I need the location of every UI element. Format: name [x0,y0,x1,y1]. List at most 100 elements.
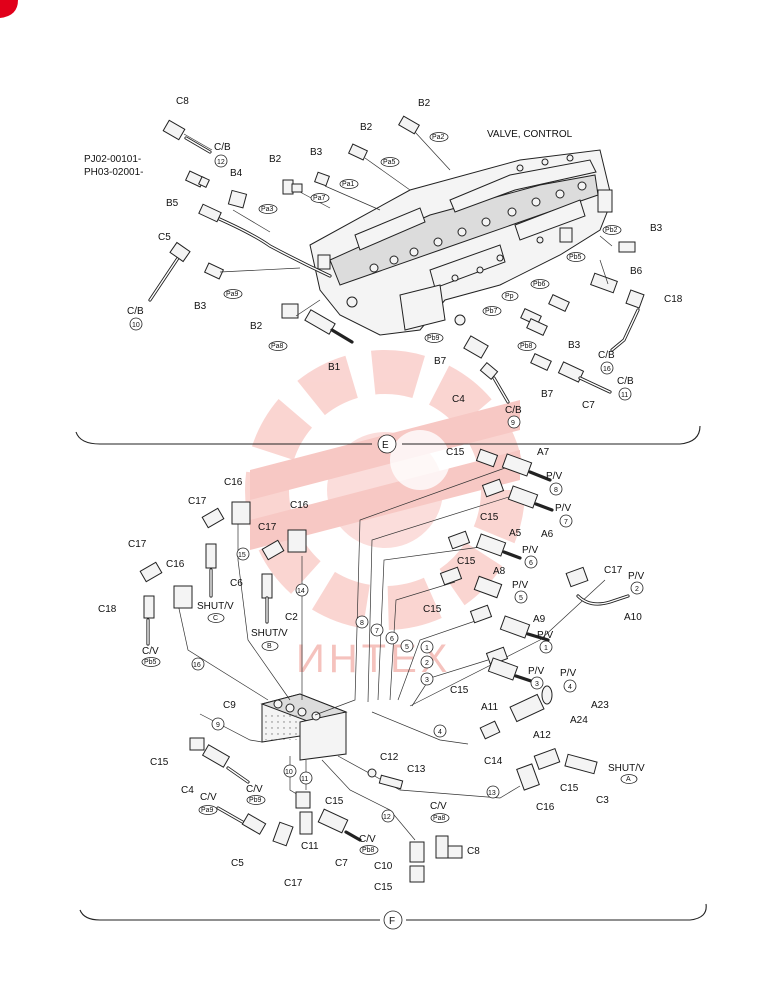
label-b3-2: B3 [194,301,207,312]
section-e-marker [377,434,397,454]
label-c4-upper: C4 [452,394,465,405]
label-c18-lower: C18 [98,604,117,615]
label-shutv-c: SHUT/V [197,601,234,612]
svg-text:3: 3 [425,677,429,684]
label-cv-pa8: C/V [430,801,447,812]
svg-text:12: 12 [383,814,391,821]
label-a24: A24 [570,715,588,726]
label-c7-upper: C7 [582,400,595,411]
label-c16-d: C16 [536,802,555,813]
label-pv-7: P/V [555,503,571,514]
label-b3-3: B3 [650,223,663,234]
svg-text:Pa3: Pa3 [261,206,274,213]
label-c16-b: C16 [290,500,309,511]
svg-text:Pa7: Pa7 [313,195,326,202]
section-f-marker [383,910,403,930]
svg-text:8: 8 [360,620,364,627]
label-c6: C6 [230,578,243,589]
upper-fittings [148,115,645,404]
label-c15-b: C15 [480,512,499,523]
manifold-block-c9 [260,693,348,761]
label-c14: C14 [484,756,503,767]
svg-text:5: 5 [519,595,523,602]
svg-text:Pa2: Pa2 [432,134,445,141]
svg-text:Pb7: Pb7 [485,308,498,315]
label-cb-11: C/B [617,376,634,387]
svg-text:Pb9: Pb9 [249,797,262,804]
label-b2-top: B2 [418,98,431,109]
svg-text:Pa8: Pa8 [433,815,446,822]
svg-text:Pa1: Pa1 [342,181,355,188]
label-cv-pb5: C/V [142,646,159,657]
svg-text:7: 7 [564,519,568,526]
label-c11-lower: C11 [301,841,319,852]
label-a7: A7 [537,447,550,458]
watermark-logo [245,350,525,630]
label-b2-2: B2 [360,122,373,133]
section-f-frame [79,903,707,921]
svg-text:14: 14 [297,588,305,595]
svg-text:4: 4 [568,684,572,691]
svg-text:Pp: Pp [505,293,514,300]
label-shutv-b: SHUT/V [251,628,288,639]
lower-hose-lines [177,467,606,841]
label-cv-pb9: C/V [246,784,263,795]
svg-text:Pb2: Pb2 [605,227,618,234]
label-c9: C9 [223,700,236,711]
num-11: 11 [621,392,628,399]
svg-text:3: 3 [535,681,539,688]
label-c15-c: C15 [457,556,476,567]
hose-number-circles: 16 15 14 8 7 6 5 1 2 3 4 9 10 11 12 13 [191,547,500,823]
label-c15-i: C15 [374,882,393,893]
label-c17-b: C17 [258,522,277,533]
label-c15-f: C15 [150,757,169,768]
svg-text:4: 4 [438,729,442,736]
svg-text:Pb5: Pb5 [569,254,582,261]
svg-text:2: 2 [635,586,639,593]
assembly-title: VALVE, CONTROL [487,129,573,140]
label-c4-lower: C4 [181,785,194,796]
label-c8-upper: C8 [176,96,189,107]
label-c17-c: C17 [128,539,147,550]
svg-text:Pb9: Pb9 [427,335,440,342]
svg-text:6: 6 [529,560,533,567]
port-tags-upper: Pa2 Pa5 Pa1 Pa7 Pa3 Pa9 Pa8 Pb2 Pb5 Pb6 … [223,132,622,351]
label-c15-h: C15 [560,783,579,794]
svg-text:2: 2 [425,660,429,667]
svg-text:Pa9: Pa9 [201,807,214,814]
serial-range-1: PJ02-00101- [84,154,141,165]
label-cb-9: C/B [505,405,522,416]
label-c16-c: C16 [166,559,185,570]
svg-text:Pa8: Pa8 [271,343,284,350]
label-a5: A5 [509,528,522,539]
label-pv-3: P/V [528,666,544,677]
label-c10-lower: C10 [374,861,393,872]
label-b4: B4 [230,168,243,179]
label-b5: B5 [166,198,179,209]
svg-text:Pa5: Pa5 [383,159,396,166]
label-c12: C12 [380,752,399,763]
label-cb-16: C/B [598,350,615,361]
label-b2-4: B2 [250,321,263,332]
svg-text:9: 9 [216,722,220,729]
svg-text:15: 15 [238,552,246,559]
label-b7-2: B7 [541,389,554,400]
num-9: 9 [511,420,515,427]
label-cb-12: C/B [214,142,231,153]
label-pv-5: P/V [512,580,528,591]
label-c15-g: C15 [325,796,344,807]
label-c8-lower: C8 [467,846,480,857]
label-b3-1: B3 [310,147,323,158]
num-12: 12 [217,159,225,166]
section-e-label: E [382,440,389,451]
label-c5-lower: C5 [231,858,244,869]
svg-text:Pb8: Pb8 [362,847,375,854]
label-b1: B1 [328,362,341,373]
label-shutv-a: SHUT/V [608,763,645,774]
label-c18-upper: C18 [664,294,683,305]
label-cb-10: C/B [127,306,144,317]
label-cv-pb8: C/V [359,834,376,845]
label-c7-lower: C7 [335,858,348,869]
